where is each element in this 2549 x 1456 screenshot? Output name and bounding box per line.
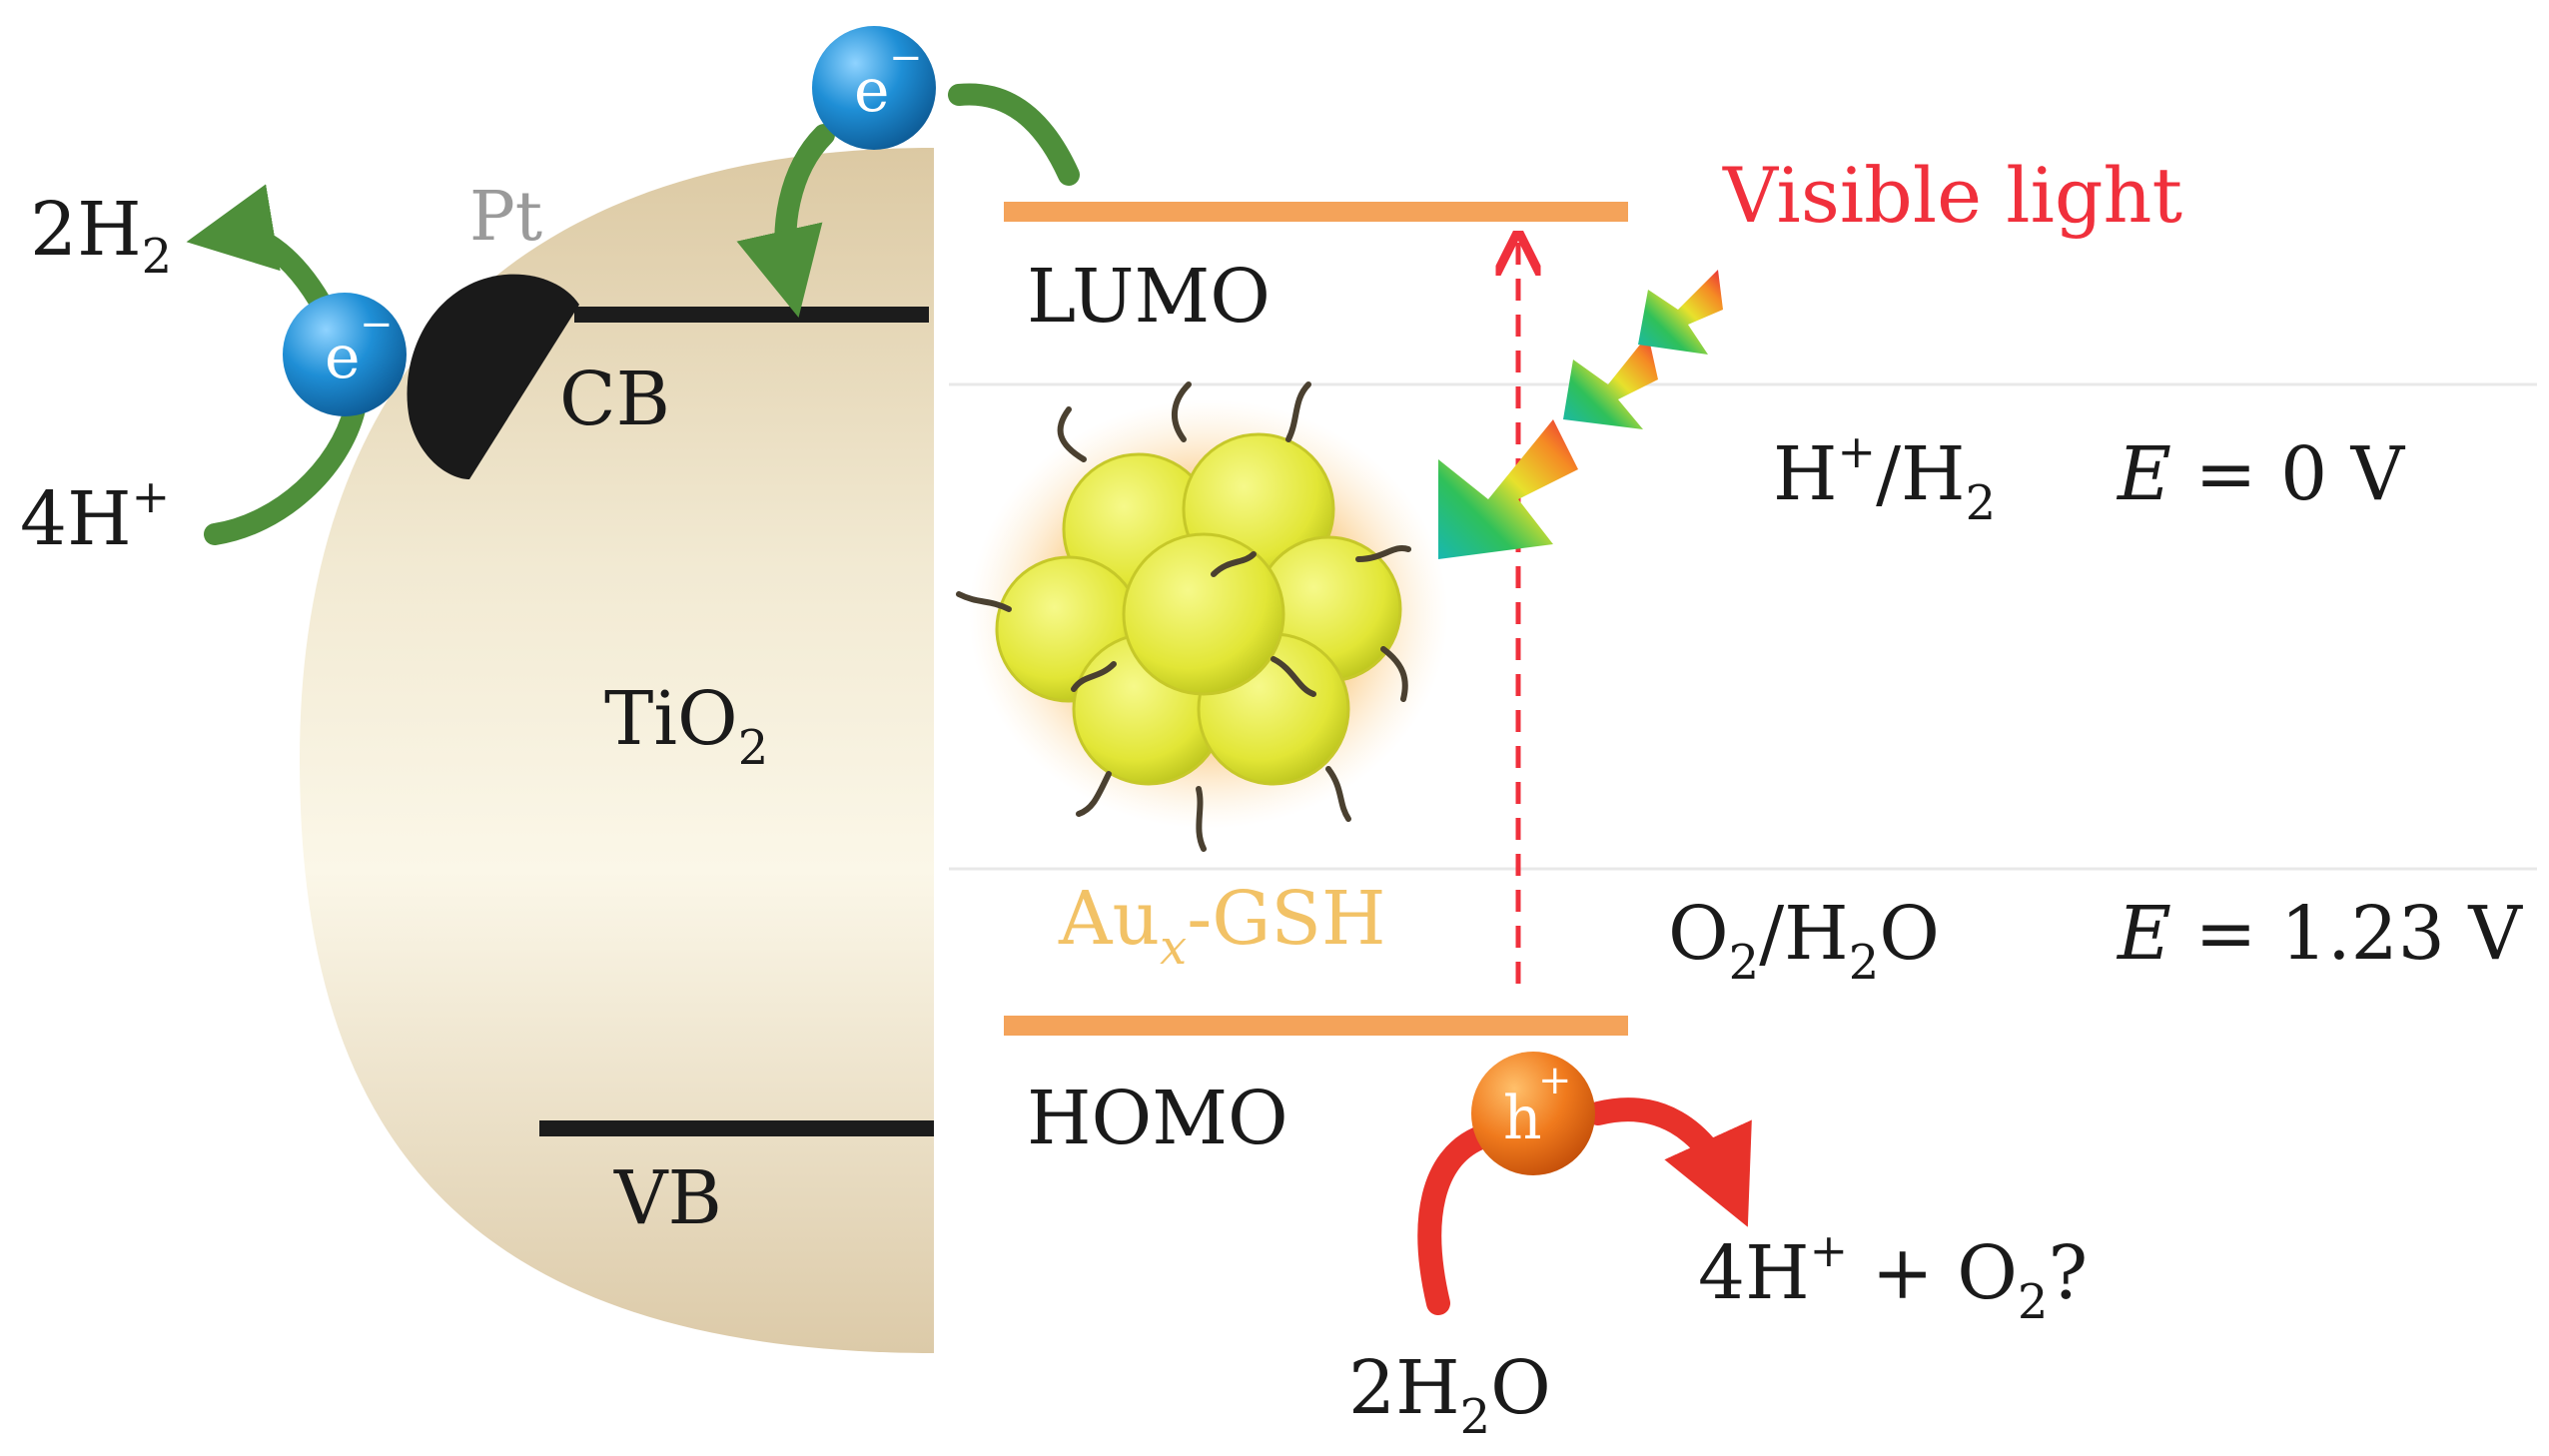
platinum-particle xyxy=(407,274,579,479)
oxidation-product-label: 4H+ + O2? xyxy=(1698,1223,2088,1330)
injection-arrow-out xyxy=(948,83,1080,186)
hole-to-products-arrow xyxy=(1586,1097,1752,1227)
cb-label: CB xyxy=(559,357,670,442)
svg-text:e: e xyxy=(325,323,361,392)
svg-text:h: h xyxy=(1503,1084,1542,1153)
h-couple-label: H+/H2 xyxy=(1773,424,1996,531)
h2-product-label: 2H2 xyxy=(30,187,172,285)
electron-left: e − xyxy=(283,293,407,416)
au-cluster-label: Aux-GSH xyxy=(1058,876,1386,976)
au-cluster xyxy=(956,381,1448,852)
hole: h + xyxy=(1471,1052,1595,1175)
o-couple-label: O2/H2O xyxy=(1668,891,1940,991)
svg-text:+: + xyxy=(1538,1058,1572,1103)
vb-label: VB xyxy=(613,1155,722,1241)
o-couple-potential: E = 1.23 V xyxy=(2116,891,2523,977)
svg-text:−: − xyxy=(360,302,394,348)
h-couple-potential: E = 0 V xyxy=(2116,431,2406,517)
proton-reactant-label: 4H+ xyxy=(20,469,170,562)
water-to-hole-arrow xyxy=(1417,1126,1490,1315)
injection-arrow-down xyxy=(736,124,835,318)
svg-text:−: − xyxy=(889,35,923,81)
water-reactant-label: 2H2O xyxy=(1348,1345,1551,1445)
homo-label: HOMO xyxy=(1027,1076,1288,1161)
visible-light-label: Visible light xyxy=(1722,151,2182,240)
svg-text:e: e xyxy=(854,56,890,126)
electron-top: e − xyxy=(812,26,936,150)
lumo-label: LUMO xyxy=(1027,254,1271,340)
h-plus-to-e-arrow xyxy=(204,398,366,545)
light-rays xyxy=(1438,270,1723,559)
tio2-label: TiO2 xyxy=(604,676,768,776)
pt-label: Pt xyxy=(469,178,542,257)
